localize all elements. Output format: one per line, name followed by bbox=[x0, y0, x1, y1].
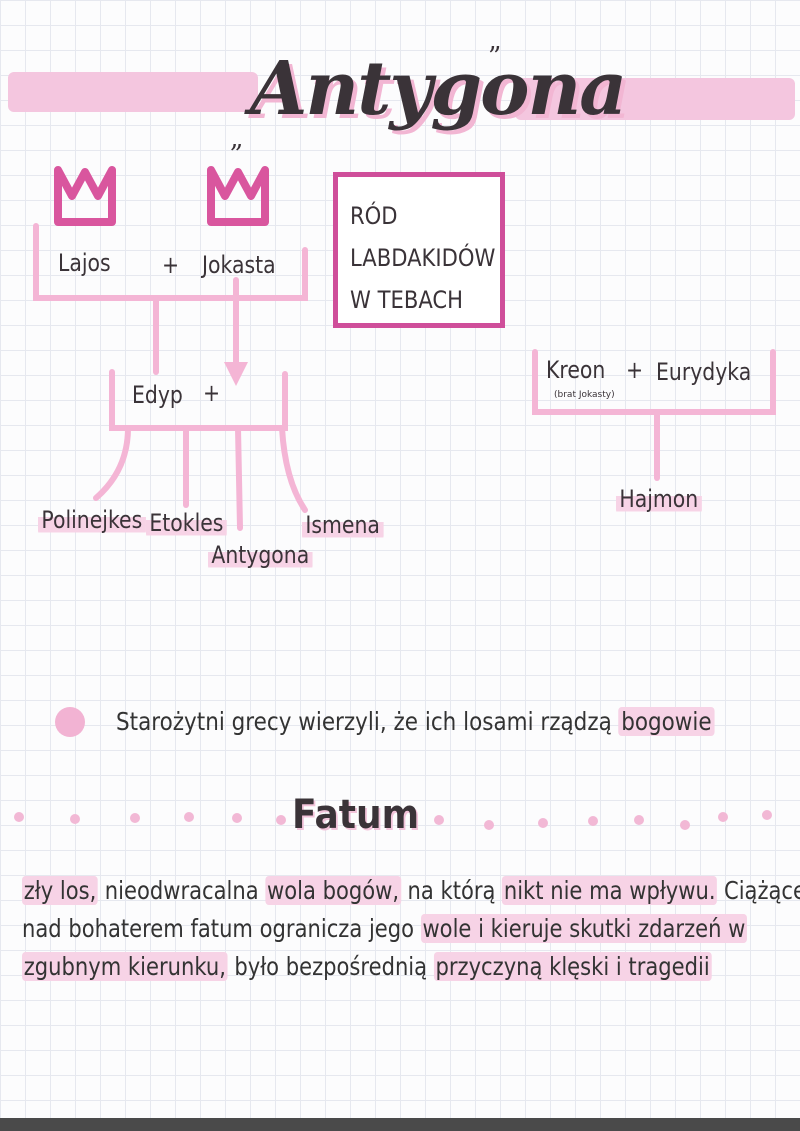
decor-dot bbox=[434, 815, 444, 825]
decor-dot bbox=[484, 820, 494, 830]
tree-name-polinejkes: Polinejkes bbox=[38, 505, 146, 535]
tree-note-kreon: (brat Jokasty) bbox=[554, 390, 615, 400]
fatum-definition: zły los, nieodwracalna wola bogów, na kt… bbox=[22, 872, 800, 986]
definition-line-3: zgubnym kierunku, było bezpośrednią przy… bbox=[22, 948, 712, 986]
def-text: nieodwracalna bbox=[98, 876, 266, 905]
dynasty-box-line-2: LABDAKIDÓW bbox=[350, 244, 496, 272]
decor-dot bbox=[762, 810, 772, 820]
belief-highlight: bogowie bbox=[618, 707, 715, 736]
definition-line-1: zły los, nieodwracalna wola bogów, na kt… bbox=[22, 872, 800, 910]
title-band-right bbox=[515, 78, 795, 120]
crown-icon-lajos bbox=[54, 166, 116, 226]
dynasty-box: RÓD LABDAKIDÓW W TEBACH bbox=[333, 172, 505, 328]
decor-dot bbox=[276, 815, 286, 825]
def-text: było bezpośrednią bbox=[227, 952, 434, 981]
tree-name-antygona: Antygona bbox=[208, 540, 313, 570]
family-tree-lines bbox=[33, 223, 776, 531]
tree-name-eurydyka: Eurydyka bbox=[656, 358, 752, 386]
decor-dot bbox=[634, 815, 644, 825]
scan-edge-bar bbox=[0, 1118, 800, 1131]
tree-name-ismena: Ismena bbox=[302, 510, 384, 540]
tree-name-jokasta: Jokasta bbox=[202, 251, 276, 279]
tree-name-edyp: Edyp bbox=[132, 381, 183, 409]
def-highlight: zgubnym kierunku, bbox=[22, 952, 228, 981]
tree-name-etokles: Etokles bbox=[146, 508, 227, 538]
def-highlight: wole i kieruje skutki zdarzeń w bbox=[420, 914, 748, 943]
belief-text: Starożytni grecy wierzyli, że ich losami… bbox=[116, 707, 619, 736]
tree-name-lajos: Lajos bbox=[58, 249, 111, 277]
def-highlight: zły los, bbox=[22, 876, 99, 905]
decor-dot bbox=[14, 812, 24, 822]
tree-plus-2: + bbox=[203, 379, 221, 407]
def-text: nad bohaterem fatum ogranicza jego bbox=[22, 914, 421, 943]
fatum-heading: Fatum bbox=[292, 792, 420, 838]
title-close-quote: ” bbox=[488, 42, 502, 72]
title-band-left bbox=[8, 72, 258, 112]
belief-sentence: Starożytni grecy wierzyli, że ich losami… bbox=[116, 702, 715, 742]
crown-icon-jokasta bbox=[207, 166, 269, 226]
def-highlight: przyczyną klęski i tragedii bbox=[433, 952, 712, 981]
tree-name-kreon: Kreon bbox=[546, 356, 606, 384]
decor-dot bbox=[70, 814, 80, 824]
dynasty-box-line-1: RÓD bbox=[350, 202, 398, 230]
decor-dot bbox=[588, 816, 598, 826]
def-highlight: nikt nie ma wpływu. bbox=[502, 876, 718, 905]
decor-dot bbox=[538, 818, 548, 828]
definition-line-2: nad bohaterem fatum ogranicza jego wole … bbox=[22, 910, 748, 948]
def-text: na którą bbox=[400, 876, 503, 905]
decor-dot bbox=[718, 812, 728, 822]
tree-plus-1: + bbox=[162, 251, 180, 279]
tree-name-hajmon: Hajmon bbox=[616, 484, 702, 514]
dynasty-box-line-3: W TEBACH bbox=[350, 286, 464, 314]
def-highlight: wola bogów, bbox=[265, 876, 401, 905]
bullet-dot bbox=[55, 707, 85, 737]
tree-plus-3: + bbox=[626, 356, 644, 384]
decor-dot bbox=[680, 820, 690, 830]
def-text: Ciążące bbox=[717, 876, 800, 905]
decor-dot bbox=[232, 813, 242, 823]
decor-dot bbox=[130, 813, 140, 823]
title-open-quote: „ bbox=[230, 124, 244, 154]
decor-dot bbox=[184, 812, 194, 822]
